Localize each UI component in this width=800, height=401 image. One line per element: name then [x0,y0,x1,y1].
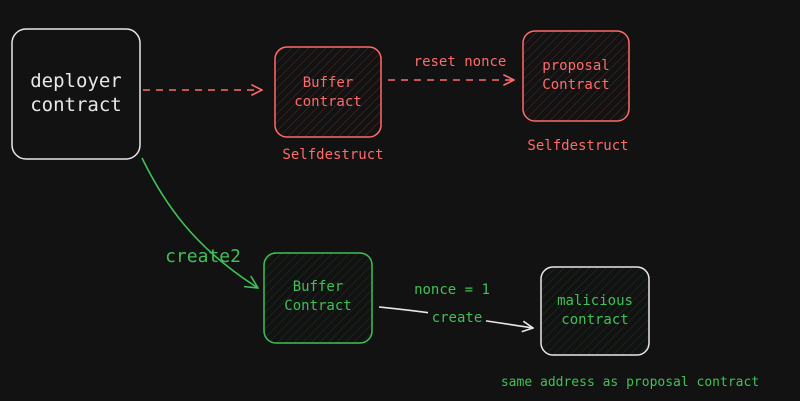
node-buffer-contract-green[interactable]: Buffer Contract [263,252,373,344]
node-label: proposal [542,58,609,74]
edge-deployer-to-buffer-green [141,157,258,288]
edge-label-create: create [432,310,483,326]
edge-label-nonce-1: nonce = 1 [414,282,490,298]
node-label: contract [561,312,628,328]
node-malicious-contract[interactable]: malicious contract [540,266,650,356]
edge-label-reset-nonce: reset nonce [414,54,507,70]
node-label: Contract [542,77,609,93]
node-label: contract [294,94,361,110]
malicious-same-address-caption: same address as proposal contract [501,375,759,390]
edge-label-create2: create2 [165,246,241,267]
node-proposal-contract[interactable]: proposal Contract [522,30,630,122]
node-label: deployer [30,70,122,92]
buffer-selfdestruct-caption: Selfdestruct [282,147,383,163]
node-label: malicious [557,293,633,309]
node-buffer-contract-red[interactable]: Buffer contract [274,46,382,138]
node-label: Buffer [293,279,344,295]
proposal-selfdestruct-caption: Selfdestruct [527,138,628,154]
node-label: Contract [284,298,351,314]
node-deployer-contract[interactable]: deployer contract [11,28,141,160]
edge-label-backdrop [428,308,486,326]
node-label: contract [30,94,122,116]
node-label: Buffer [303,75,354,91]
